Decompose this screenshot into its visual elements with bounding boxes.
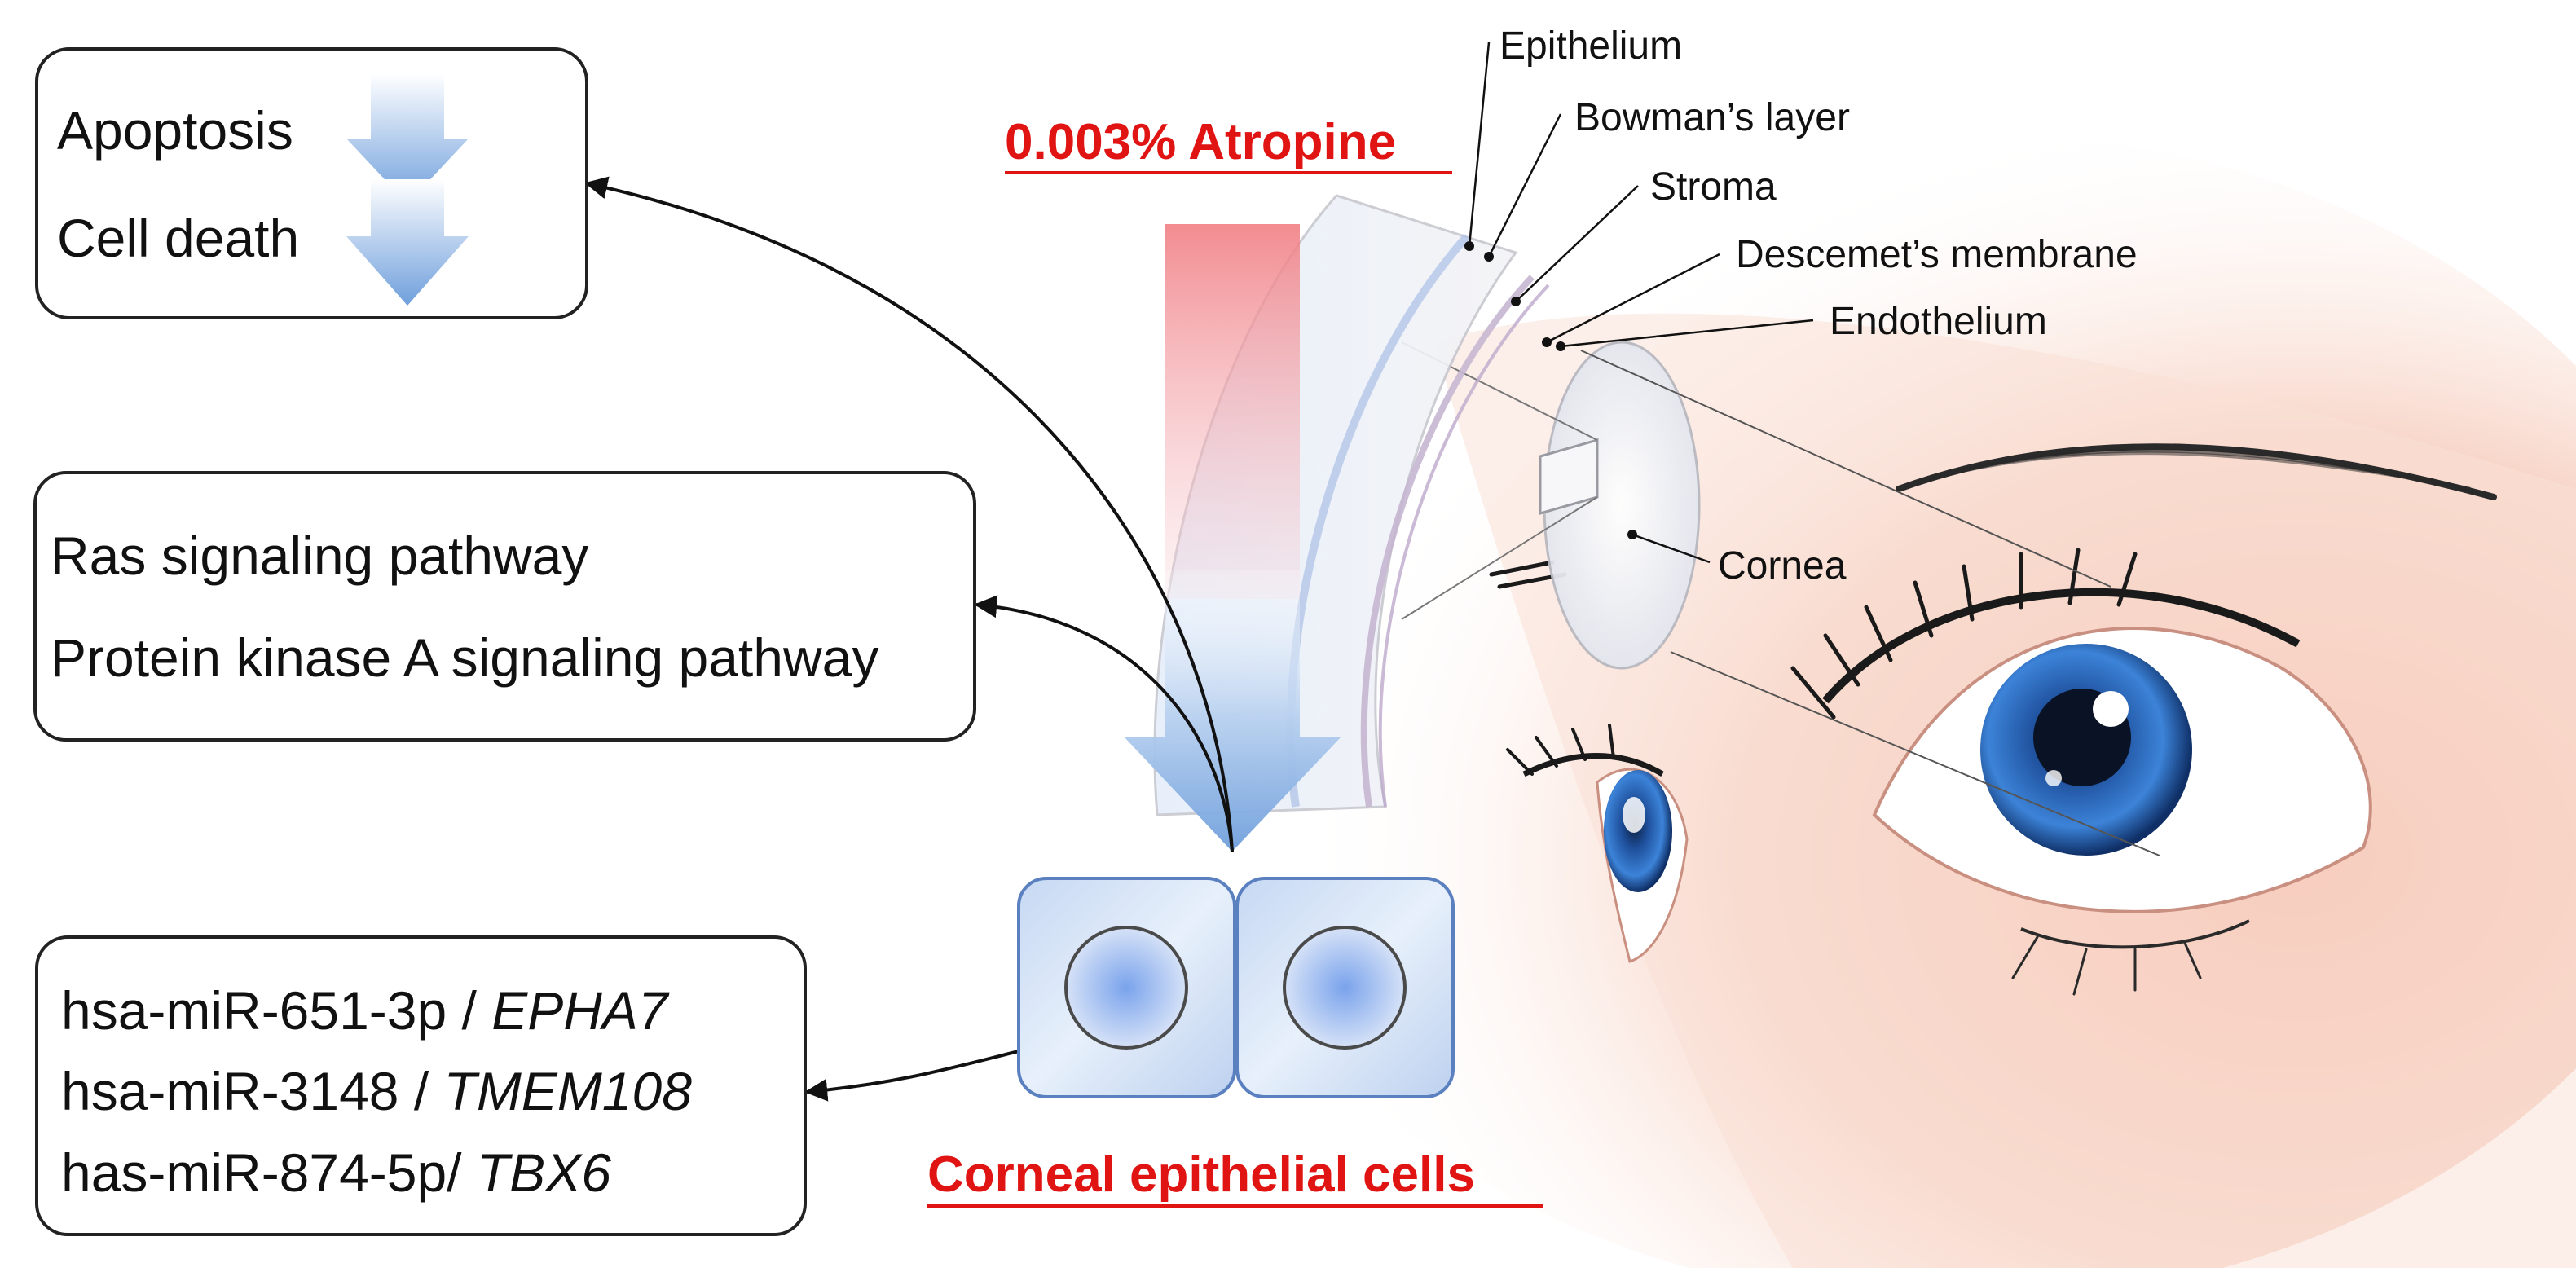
layer-label-bowmans: Bowman’s layer: [1574, 96, 1850, 139]
layer-label-descemets: Descemet’s membrane: [1736, 233, 2138, 276]
layer-dots: [1464, 241, 1637, 539]
cornea-illustration: [1401, 341, 2160, 856]
cell-nucleus: [1283, 926, 1407, 1050]
effects-box: Apoptosis Cell death: [35, 47, 588, 319]
target-gene: EPHA7: [491, 980, 670, 1041]
eyebrow: [1896, 443, 2497, 500]
big-down-arrow: [1125, 570, 1341, 852]
mirna-name: hsa-miR-3148 /: [61, 1061, 444, 1121]
layer-label-endothelium: Endothelium: [1830, 300, 2047, 343]
mirna-row: hsa-miR-3148 / TMEM108: [61, 1061, 692, 1121]
effect-cell-death: Cell death: [57, 208, 299, 268]
mirna-box: hsa-miR-651-3p / EPHA7 hsa-miR-3148 / TM…: [35, 935, 807, 1236]
pathway-ras: Ras signaling pathway: [51, 526, 588, 586]
layer-label-stroma: Stroma: [1650, 165, 1777, 209]
cornea-pointer: [1631, 533, 1711, 564]
target-gene: TBX6: [477, 1142, 611, 1203]
mirna-name: has-miR-874-5p/: [61, 1142, 477, 1203]
pathway-box: Ras signaling pathway Protein kinase A s…: [33, 471, 976, 742]
atropine-title: 0.003% Atropine: [1005, 114, 1396, 170]
cells-label: Corneal epithelial cells: [927, 1147, 1475, 1203]
layer-pointers: [1468, 42, 1814, 348]
layer-label-epithelium: Epithelium: [1499, 24, 1682, 68]
cell-nucleus: [1064, 926, 1188, 1050]
atropine-drop-gradient: [1165, 224, 1300, 599]
left-eye: [1489, 560, 1689, 963]
target-gene: TMEM108: [444, 1061, 693, 1121]
cornea-label: Cornea: [1718, 544, 1847, 588]
down-arrow-icon: [346, 179, 469, 306]
mirna-row: has-miR-874-5p/ TBX6: [61, 1142, 611, 1203]
pathway-pka: Protein kinase A signaling pathway: [51, 627, 878, 688]
epithelial-cells: [1017, 877, 1455, 1098]
connector-arrows: [584, 176, 1234, 1102]
effect-apoptosis: Apoptosis: [57, 100, 293, 161]
mirna-name: hsa-miR-651-3p /: [61, 980, 491, 1041]
down-arrow-icon: [346, 73, 469, 204]
mirna-row: hsa-miR-651-3p / EPHA7: [61, 980, 670, 1041]
